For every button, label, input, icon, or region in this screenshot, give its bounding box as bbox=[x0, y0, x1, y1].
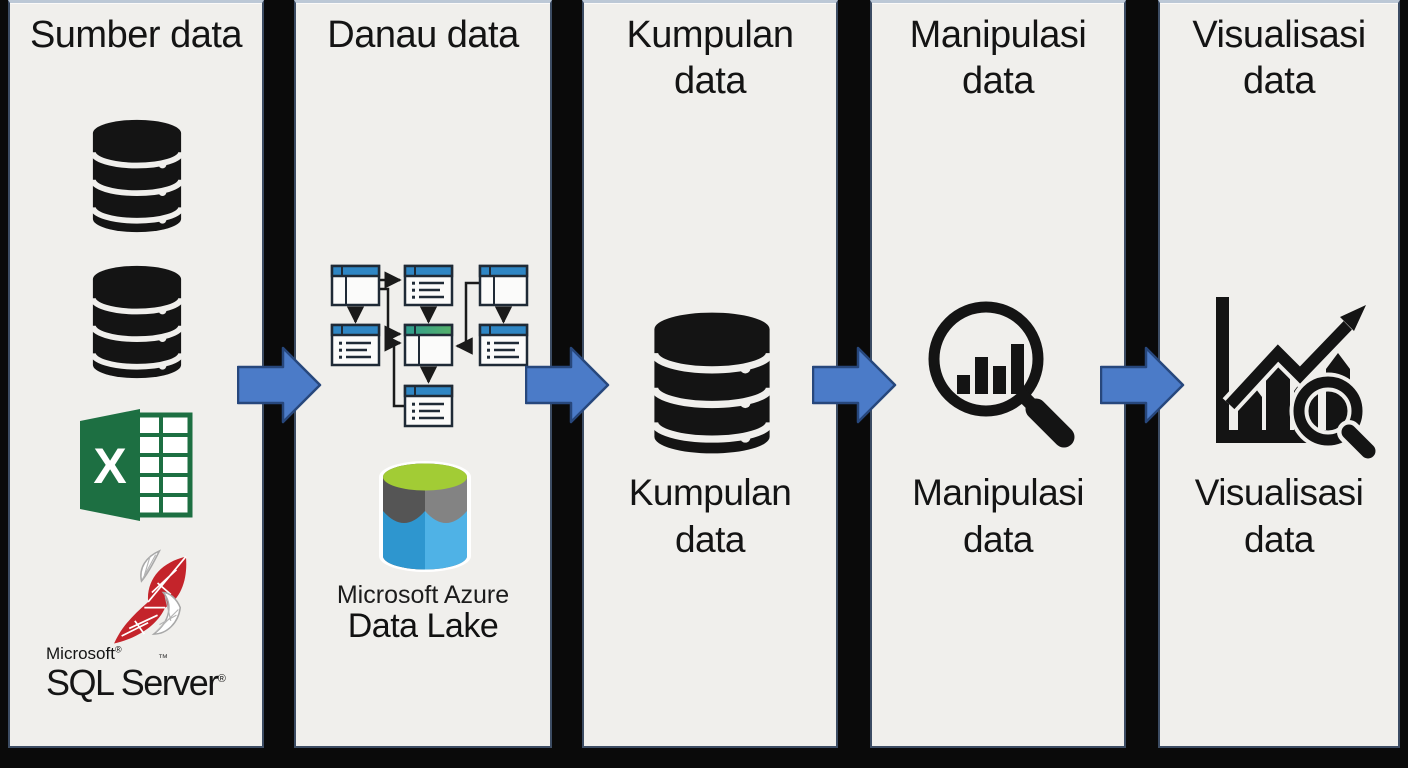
sql-microsoft-text: Microsoft bbox=[46, 644, 115, 663]
sql-server-swoosh-icon bbox=[114, 549, 187, 644]
schema-table bbox=[330, 323, 381, 367]
chart-magnifier-icon bbox=[1216, 297, 1378, 461]
column-danau-data: Danau data bbox=[294, 0, 552, 748]
column-kumpulan-data: Kumpulan data Kumpulan data bbox=[582, 0, 838, 748]
icon-caption: Visualisasi data bbox=[1194, 472, 1364, 561]
column-title: Manipulasi data bbox=[909, 14, 1087, 102]
column-title: Danau data bbox=[327, 14, 519, 56]
schema-table bbox=[478, 264, 529, 307]
schema-table bbox=[403, 264, 454, 307]
database-schema-icon bbox=[330, 264, 529, 428]
azure-brand-line2: Data Lake bbox=[347, 607, 499, 645]
magnifier-bar-chart-icon bbox=[928, 301, 1075, 448]
database-icon bbox=[648, 309, 776, 457]
icon-caption: Manipulasi data bbox=[912, 472, 1084, 561]
schema-table-center bbox=[403, 323, 454, 367]
column-title: Visualisasi data bbox=[1192, 14, 1366, 102]
flow-arrow-right bbox=[812, 346, 897, 424]
icon-caption: Kumpulan data bbox=[628, 472, 792, 561]
sql-registered-mark: ® bbox=[217, 673, 226, 685]
column-manipulasi-data: Manipulasi data Manipulasi data bbox=[870, 0, 1126, 748]
excel-letter: X bbox=[93, 438, 126, 494]
excel-icon: X bbox=[80, 409, 193, 521]
database-icon bbox=[88, 263, 186, 381]
sql-registered-mark: ® bbox=[114, 644, 122, 655]
azure-data-lake-icon bbox=[379, 461, 471, 572]
sql-product-text: SQL Server bbox=[46, 662, 219, 703]
sql-trademark: ™ bbox=[158, 653, 168, 664]
column-title: Kumpulan data bbox=[626, 14, 794, 102]
schema-table bbox=[478, 323, 529, 367]
database-icon bbox=[88, 117, 186, 235]
schema-table bbox=[330, 264, 381, 307]
schema-table bbox=[403, 384, 454, 428]
flow-arrow-right bbox=[525, 346, 610, 424]
flow-arrow-right bbox=[237, 346, 322, 424]
column-sumber-data: Sumber data X ™ Microsoft® SQL Serve bbox=[8, 0, 264, 748]
column-title: Sumber data bbox=[29, 14, 243, 56]
flow-arrow-right bbox=[1100, 346, 1185, 424]
azure-brand-line1: Microsoft Azure bbox=[336, 581, 510, 609]
column-visualisasi-data: Visualisasi data Visualisasi data bbox=[1158, 0, 1400, 748]
sql-server-wordmark: Microsoft® SQL Server® bbox=[46, 645, 256, 701]
